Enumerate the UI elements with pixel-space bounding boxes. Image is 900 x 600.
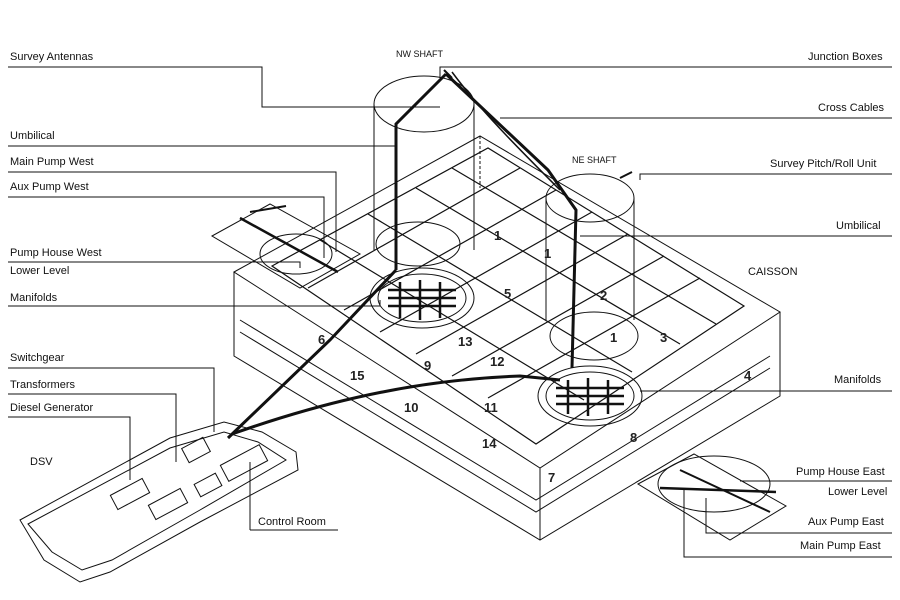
leader-lines-right — [439, 66, 892, 558]
dsv-vessel — [19, 421, 299, 583]
pump-house-west — [210, 203, 362, 289]
cell-number: 13 — [458, 334, 472, 349]
label-umbilical-east: Umbilical — [836, 220, 881, 232]
cross-cable — [451, 71, 561, 191]
cell-number: 6 — [318, 332, 325, 347]
ne-shaft — [545, 173, 635, 320]
cell-number: 7 — [548, 470, 555, 485]
cell-number: 1 — [494, 228, 501, 243]
caisson-box — [233, 135, 781, 541]
label-pump-house-east: Pump House East — [796, 466, 885, 478]
nw-shaft — [373, 75, 475, 267]
label-control-room: Control Room — [258, 516, 326, 528]
label-survey-antennas: Survey Antennas — [10, 51, 94, 63]
label-aux-pump-west: Aux Pump West — [10, 181, 89, 193]
label-pump-house-west: Pump House West — [10, 247, 102, 259]
label-lower-level-west: Lower Level — [10, 265, 70, 277]
label-survey-pitch-roll: Survey Pitch/Roll Unit — [770, 158, 877, 170]
manifold-west — [369, 267, 475, 329]
label-cross-cables: Cross Cables — [818, 102, 885, 114]
label-aux-pump-east: Aux Pump East — [808, 516, 884, 528]
manifold-east — [537, 365, 643, 427]
label-manifolds-west: Manifolds — [10, 292, 58, 304]
leader-lines-left — [8, 66, 440, 531]
label-main-pump-west: Main Pump West — [10, 156, 94, 168]
caisson-lower-grid — [239, 319, 771, 513]
label-transformers: Transformers — [10, 379, 75, 391]
label-main-pump-east: Main Pump East — [800, 540, 881, 552]
cell-number: 5 — [504, 286, 511, 301]
cell-number: 8 — [630, 430, 637, 445]
label-ne-shaft: NE SHAFT — [572, 155, 617, 165]
cell-number: 9 — [424, 358, 431, 373]
cell-number: 10 — [404, 400, 418, 415]
label-dsv: DSV — [30, 456, 53, 468]
label-manifolds-east: Manifolds — [834, 374, 882, 386]
caisson-grid — [270, 147, 746, 445]
label-umbilical-west: Umbilical — [10, 130, 55, 142]
cell-number: 14 — [482, 436, 497, 451]
cell-number: 11 — [484, 400, 498, 415]
cell-number: 4 — [744, 368, 752, 383]
label-switchgear: Switchgear — [10, 352, 65, 364]
cell-number: 3 — [660, 330, 667, 345]
cell-number: 1 — [610, 330, 617, 345]
cell-number: 2 — [600, 288, 607, 303]
shaft-markers — [443, 69, 633, 179]
label-nw-shaft: NW SHAFT — [396, 49, 443, 59]
umbilicals — [226, 72, 578, 440]
cell-number-labels: 1 1 5 2 1 3 13 12 9 15 10 11 4 8 14 7 6 — [318, 228, 752, 485]
cell-number: 12 — [490, 354, 504, 369]
mid-cell-ring — [549, 311, 639, 361]
label-junction-boxes: Junction Boxes — [808, 51, 883, 63]
cell-number: 1 — [544, 246, 551, 261]
label-lower-level-east: Lower Level — [828, 486, 888, 498]
label-caisson: CAISSON — [748, 266, 798, 278]
cell-number: 15 — [350, 368, 364, 383]
label-diesel-generator: Diesel Generator — [10, 402, 94, 414]
pump-house-east — [636, 453, 787, 541]
